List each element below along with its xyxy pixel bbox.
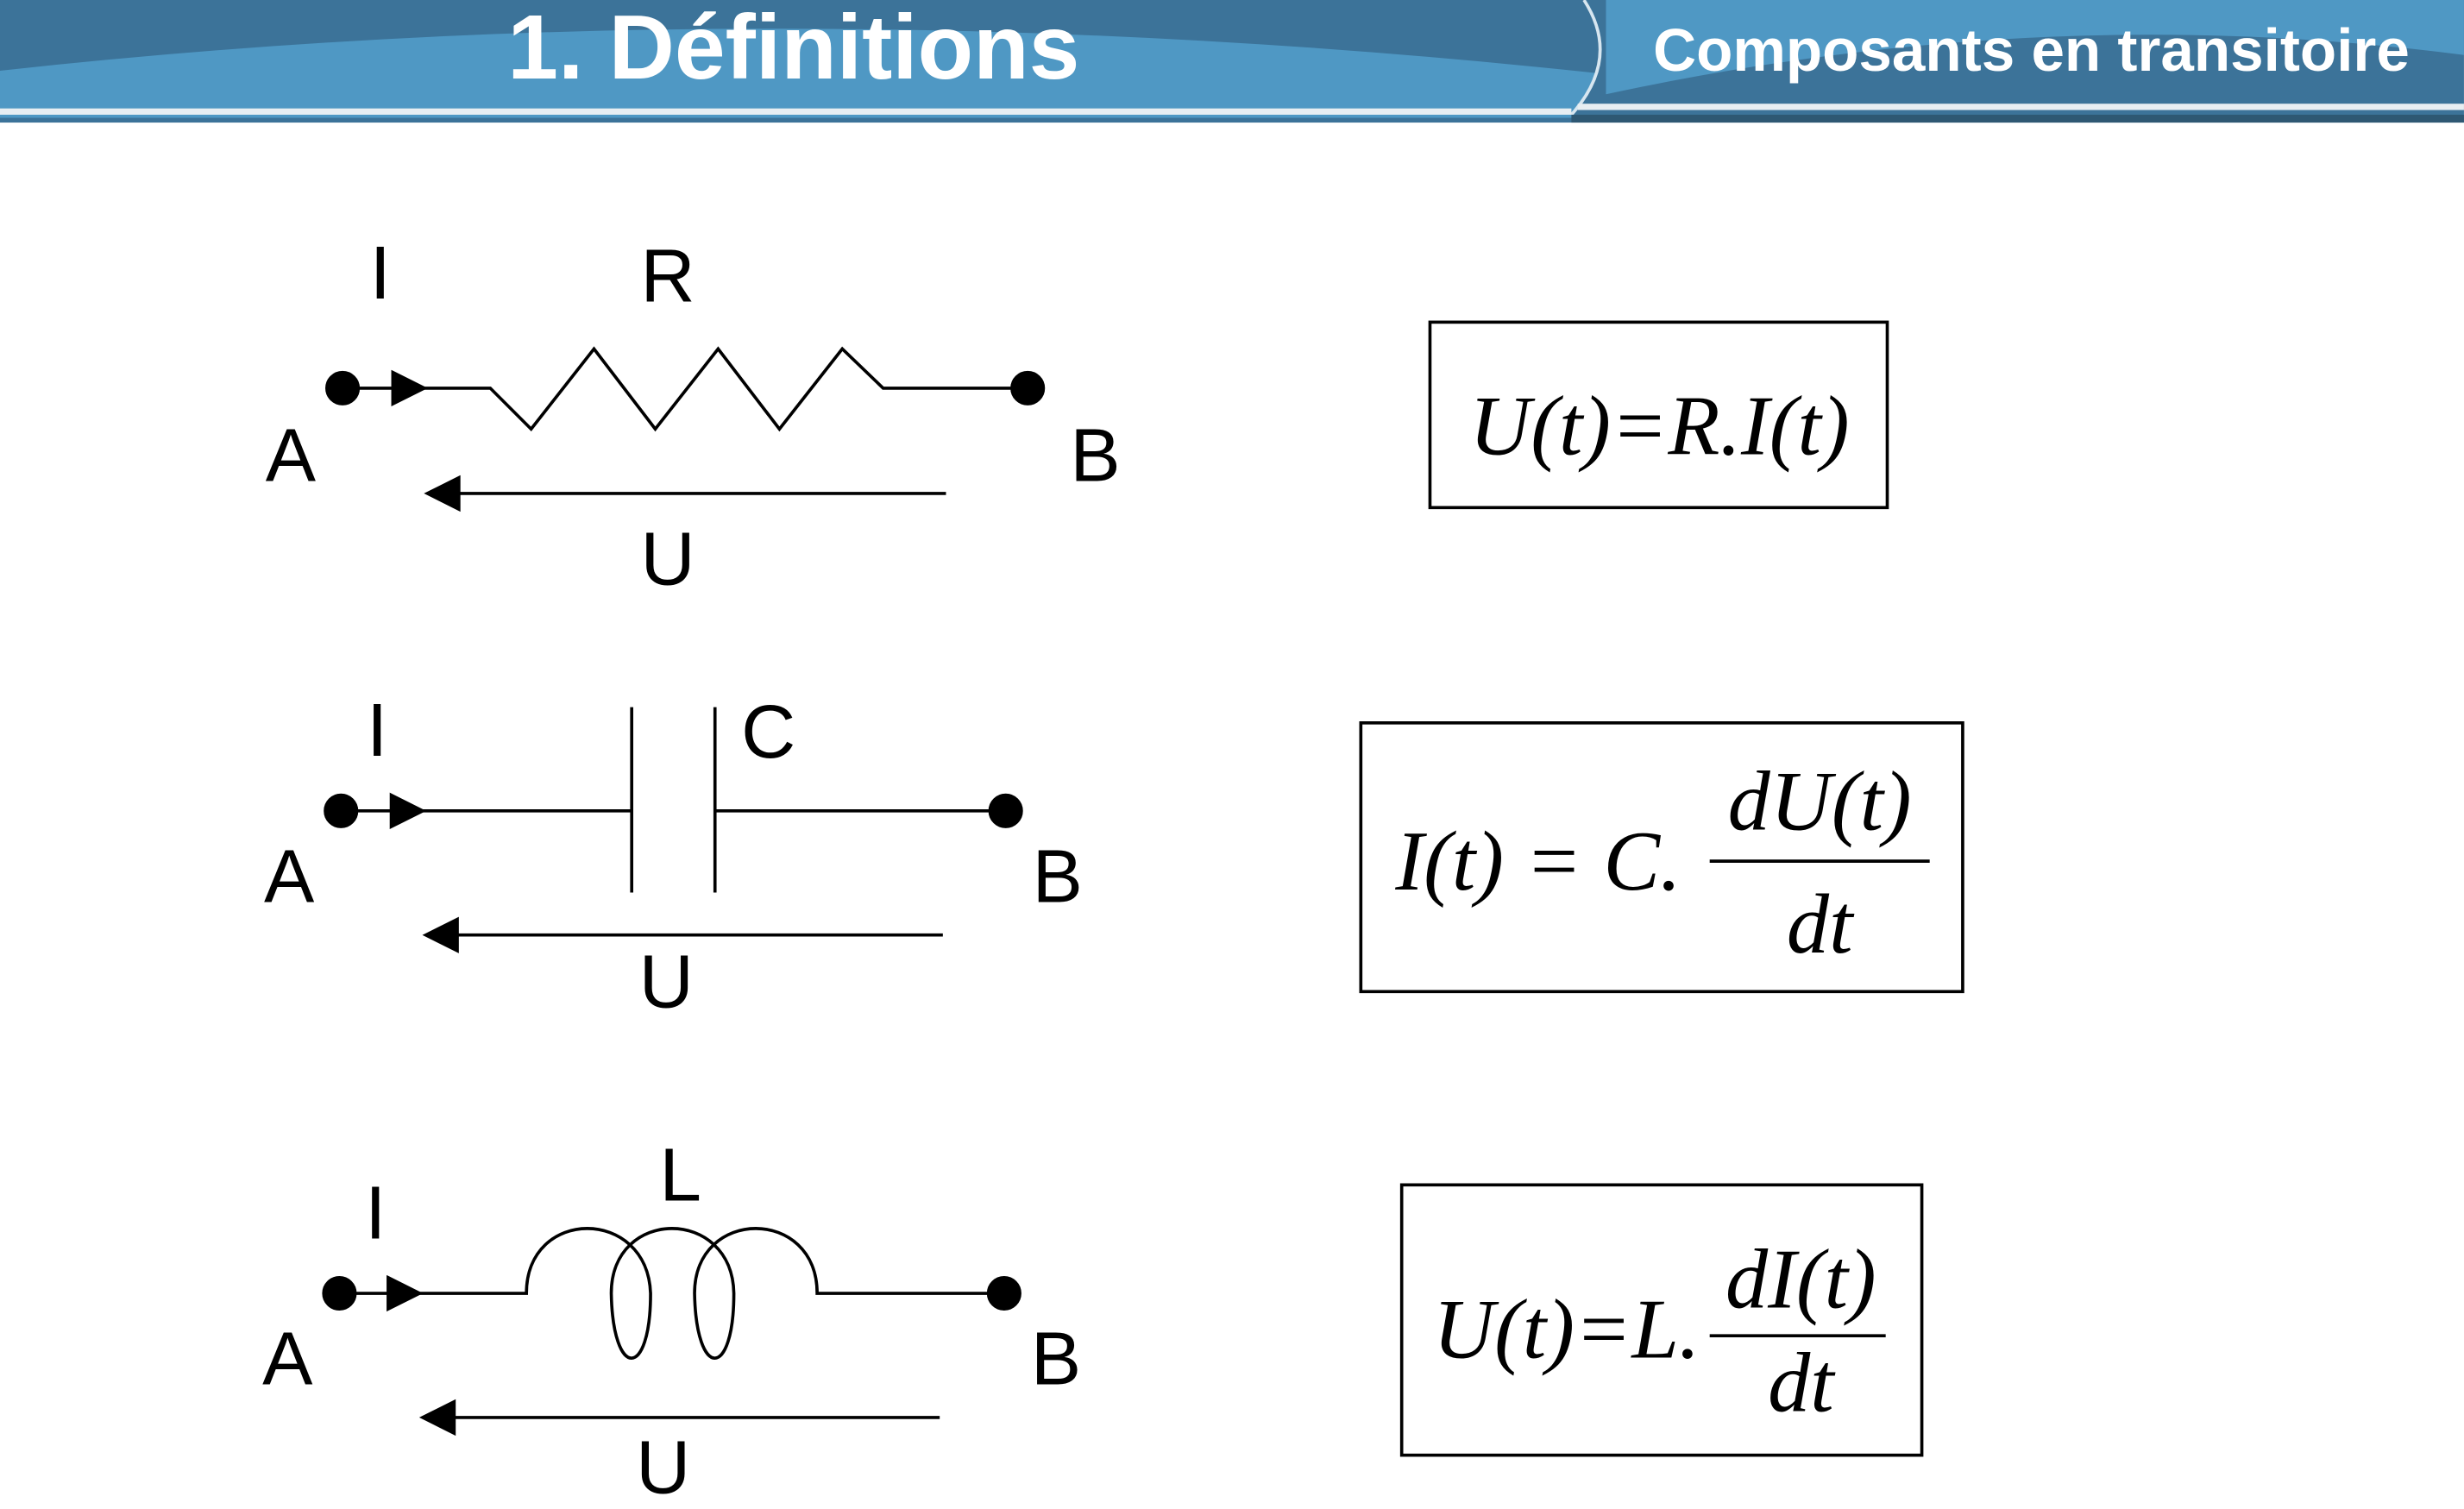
slide-title: 1. Définitions [507,0,1079,98]
formula-box [1359,721,1964,994]
current-label: I [370,230,391,315]
node-a-label: A [262,1317,313,1401]
node-a-label: A [266,412,317,497]
current-arrow-icon [389,792,427,830]
current-arrow-icon [387,1274,424,1312]
component-label: C [741,689,795,774]
node-a-dot [322,1275,357,1311]
formula-box [1428,320,1889,510]
node-b-dot [988,793,1023,828]
formula-denominator: dt [1768,1336,1836,1430]
node-b-dot [986,1275,1021,1311]
voltage-arrow-icon [424,475,461,512]
node-a-dot [325,370,361,406]
capacitor-circuit [324,707,1023,953]
inductor-formula-lhs: U(t)=L. [1433,1283,1700,1377]
component-label: R [641,234,695,318]
formula-numerator: dI(t) [1725,1232,1876,1326]
formula-denominator: dt [1787,877,1855,971]
node-b-dot [1010,370,1046,406]
voltage-label: U [639,940,694,1024]
node-b-label: B [1033,833,1083,918]
node-b-label: B [1031,1317,1081,1401]
section-subtitle: Composants en transitoire [1653,16,2410,84]
node-b-label: B [1070,412,1120,497]
current-label: I [367,688,387,772]
component-label: L [659,1133,701,1217]
voltage-label: U [641,517,695,601]
formula-box [1399,1183,1924,1457]
node-a-label: A [264,833,315,918]
resistor-circuit [325,346,1046,512]
formula-numerator: dU(t) [1728,755,1912,849]
current-label: I [365,1170,386,1254]
voltage-label: U [636,1424,690,1508]
voltage-arrow-icon [422,916,459,953]
node-a-dot [324,793,359,828]
voltage-arrow-icon [418,1399,456,1437]
inductor-coil [419,1227,1004,1360]
resistor-formula: U(t)=R.I(t) [1469,379,1849,473]
current-arrow-icon [391,369,428,407]
inductor-circuit [322,1227,1021,1437]
resistor-symbol [424,346,1028,432]
header-banner: 1. Définitions Composants en transitoire [0,0,2464,123]
capacitor-formula-lhs: I(t) = C. [1394,814,1681,909]
